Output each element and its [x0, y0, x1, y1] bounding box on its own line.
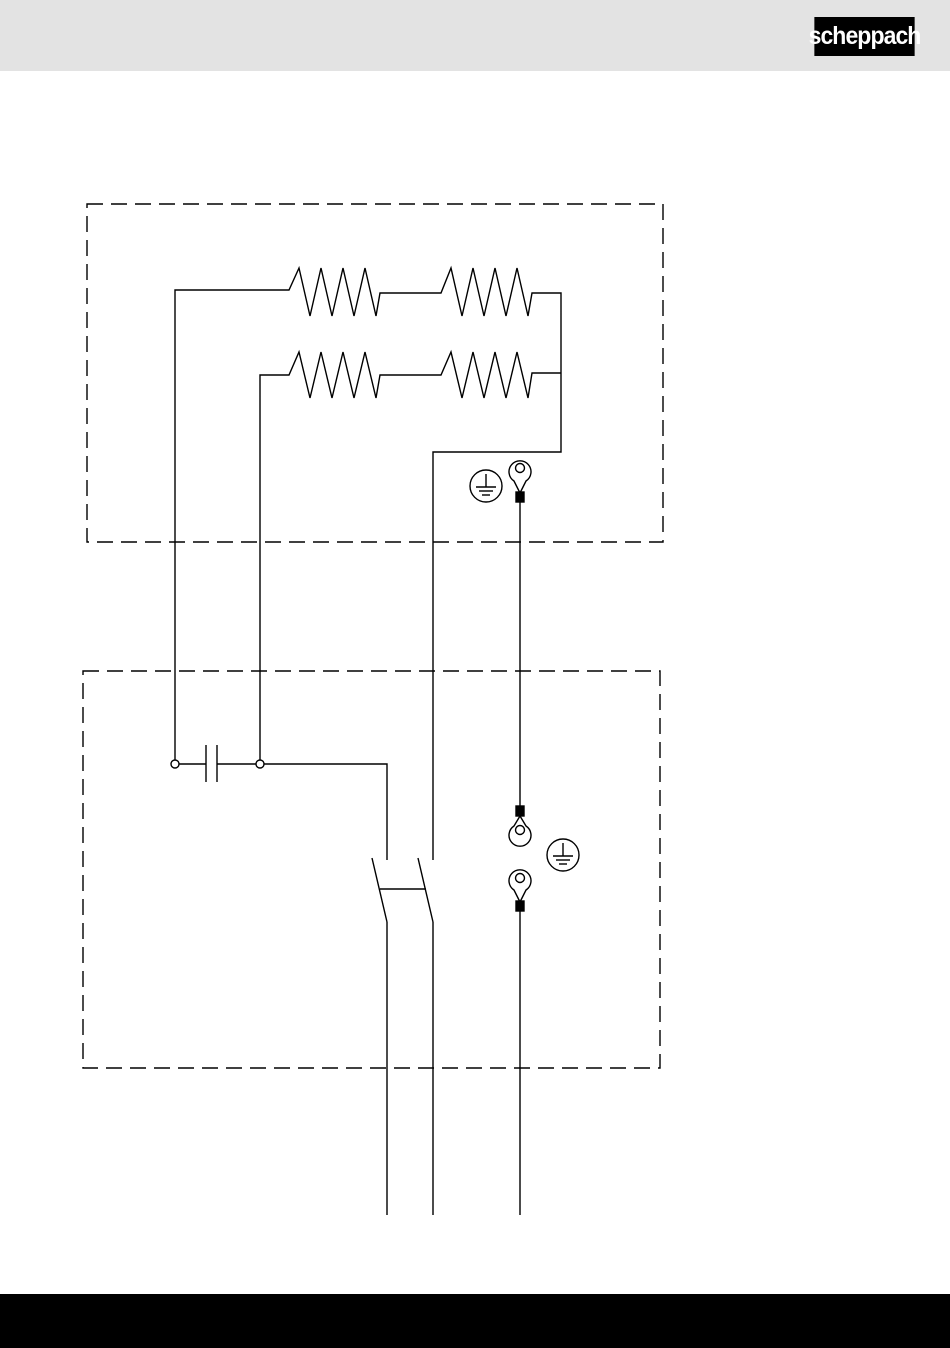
switch-box-enclosure	[83, 671, 660, 1068]
motor-housing-box	[87, 204, 663, 542]
earth-ring-terminal-switch-upper	[509, 806, 531, 846]
double-pole-switch	[372, 858, 433, 1215]
earth-symbol-motor	[470, 470, 502, 502]
capacitor	[171, 745, 387, 860]
motor-winding-upper	[175, 268, 561, 860]
earth-ring-terminal-switch-lower	[509, 870, 531, 911]
earth-ring-terminal-motor	[509, 461, 531, 502]
motor-winding-lower	[260, 352, 561, 563]
earth-symbol-switch	[547, 839, 579, 871]
page-footer	[0, 1294, 950, 1348]
